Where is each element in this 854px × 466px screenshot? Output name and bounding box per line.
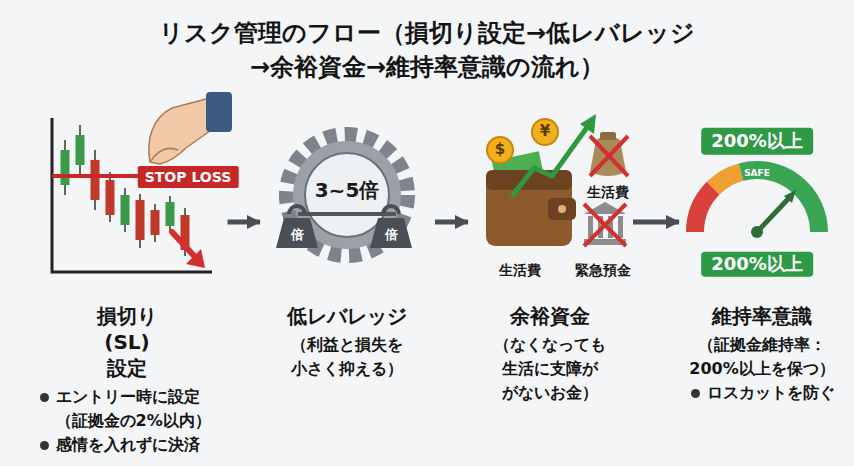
text-line: 小さく抑える） xyxy=(270,357,424,381)
coin-symbol: ¥ xyxy=(540,123,550,140)
stage-heading: 維持率意識 xyxy=(689,303,835,329)
stage-description: （なくなっても 生活に支障が がないお金） xyxy=(478,333,622,405)
text-line: エントリー時に設定 xyxy=(56,385,217,409)
text-line: 余裕資金 xyxy=(478,303,622,329)
flow-arrow xyxy=(435,220,468,225)
text-line: （証拠金維持率： xyxy=(689,333,835,357)
stage-heading: 損切り (SL) 設定 xyxy=(38,303,217,381)
text-line: 200%以上を保つ） xyxy=(689,357,835,381)
weight xyxy=(276,206,412,248)
weight-label: 倍 xyxy=(291,228,304,243)
icon-label: 生活費 xyxy=(499,262,541,278)
stop-loss-tag: STOP LOSS xyxy=(138,166,239,188)
coin-symbol: $ xyxy=(495,141,505,158)
text-line: 低レバレッジ xyxy=(270,303,424,329)
stage-box: 低レバレッジ （利益と損失を 小さく抑える） xyxy=(262,115,432,387)
ratio-badge: 200%以上 xyxy=(701,252,813,277)
title: リスク管理のフロー（損切り設定→低レバレッジ →余裕資金→維持率意識の流れ） xyxy=(0,16,854,84)
text-line: (SL) xyxy=(38,329,217,355)
flow-arrow xyxy=(228,220,261,225)
stage-description: （利益と損失を 小さく抑える） xyxy=(270,333,424,381)
gauge-zone-label: SAFE xyxy=(744,168,770,178)
icon-label: 緊急預金 xyxy=(575,262,631,278)
stage-description: ロスカットを防ぐ xyxy=(689,381,835,405)
crossed-icons xyxy=(584,132,628,246)
text-line: （なくなっても xyxy=(478,333,622,357)
stage-heading: 低レバレッジ xyxy=(270,303,424,329)
text-line: →余裕資金→維持率意識の流れ） xyxy=(0,50,854,84)
text-line: 感情を入れずに決済 xyxy=(56,433,217,457)
text-line: リスク管理のフロー（損切り設定→低レバレッジ xyxy=(0,16,854,50)
ratio-badge: 200%以上 xyxy=(701,128,813,155)
stage-description: 感情を入れずに決済 xyxy=(38,433,217,457)
text-line: 設定 xyxy=(38,355,217,381)
text-line: がないお金） xyxy=(478,381,622,405)
text-line: 生活に支障が xyxy=(478,357,622,381)
text-line: （証拠金の2%以内） xyxy=(56,409,217,433)
gauge xyxy=(695,170,819,238)
text-line: 維持率意識 xyxy=(689,303,835,329)
text-line: ロスカットを防ぐ xyxy=(707,381,835,405)
icon-label: 生活費 xyxy=(587,184,629,200)
text-line: （利益と損失を xyxy=(270,333,424,357)
weight-label: 倍 xyxy=(385,228,398,243)
flow-arrow xyxy=(633,220,679,225)
hand xyxy=(149,92,232,164)
stage-description: （証拠金維持率： 200%以上を保つ） xyxy=(689,333,835,381)
stage-heading: 余裕資金 xyxy=(478,303,622,329)
stage-description: エントリー時に設定 （証拠金の2%以内） xyxy=(38,385,217,433)
wallet xyxy=(486,114,596,246)
text-line: 損切り xyxy=(38,303,217,329)
leverage-value: 3~5倍 xyxy=(315,179,380,202)
